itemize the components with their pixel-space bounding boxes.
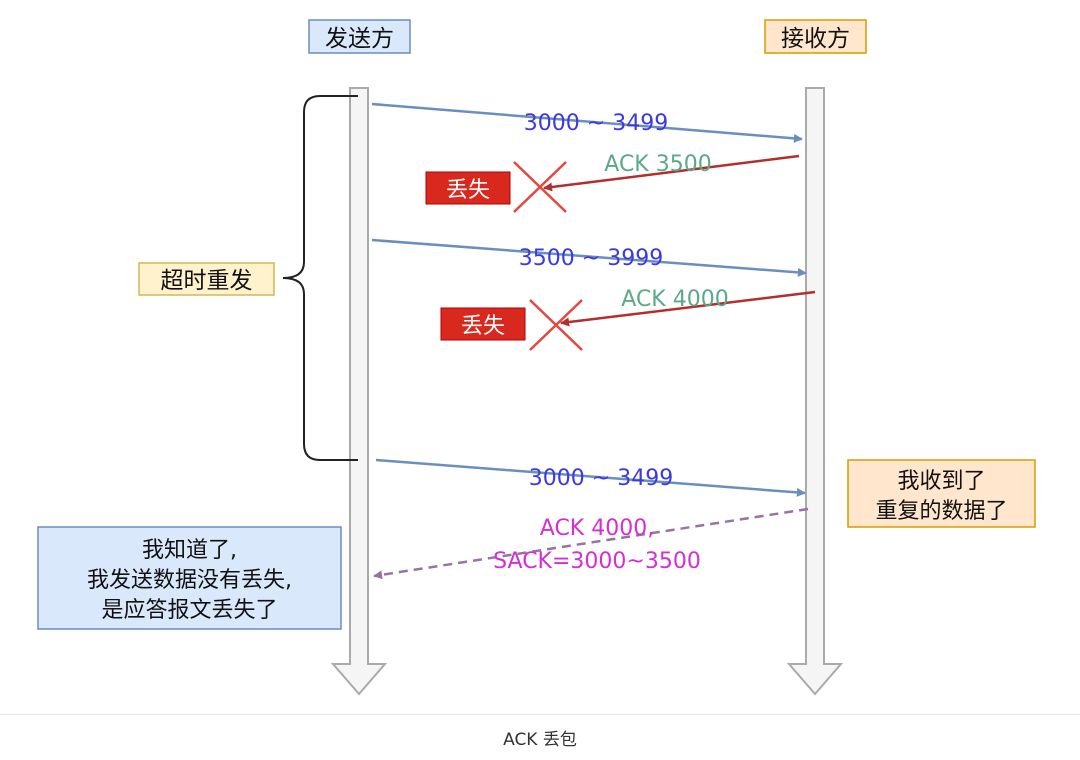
lost-badge: 丢失 (440, 307, 526, 341)
ack-label-1: ACK 3500 (604, 152, 711, 177)
caption-bar: ACK 丢包 (0, 714, 1080, 760)
lost-badge: 丢失 (425, 171, 511, 205)
receiver-lifeline (786, 87, 844, 696)
sender-header-label: 发送方 (325, 26, 394, 52)
receiver-note: 我收到了 重复的数据了 (847, 459, 1036, 528)
ack-label-2: ACK 4000 (621, 287, 728, 312)
sender-note-line2: 我发送数据没有丢失, (87, 568, 292, 593)
ack-arrow-1 (543, 154, 800, 192)
data-arrow-3 (375, 458, 806, 497)
receiver-header: 接收方 (764, 19, 867, 54)
lost-badge-label: 丢失 (446, 178, 490, 203)
lost-cross-icon (529, 299, 583, 351)
lost-badge-label: 丢失 (461, 314, 505, 339)
receiver-note-line1: 我收到了 (897, 469, 985, 494)
ack-arrow-2 (560, 290, 816, 327)
data-label-1: 3000 ~ 3499 (524, 111, 668, 136)
timeout-label: 超时重发 (161, 268, 253, 294)
sender-header: 发送方 (308, 19, 411, 54)
receiver-header-label: 接收方 (781, 26, 850, 52)
figure-caption: ACK 丢包 (503, 730, 577, 750)
lost-cross-icon (513, 161, 567, 213)
data-label-3: 3000 ~ 3499 (529, 466, 673, 491)
timeout-label-box: 超时重发 (138, 262, 275, 296)
timeout-brace (282, 95, 358, 461)
receiver-note-line2: 重复的数据了 (875, 499, 1007, 524)
data-arrow-1 (371, 102, 803, 143)
data-label-2: 3500 ~ 3999 (519, 246, 663, 271)
sender-note: 我知道了, 我发送数据没有丢失, 是应答报文丢失了 (37, 526, 342, 630)
sack-arrow (373, 507, 809, 580)
sender-lifeline (330, 87, 388, 696)
sender-note-line3: 是应答报文丢失了 (101, 598, 277, 623)
sender-note-line1: 我知道了, (142, 538, 237, 563)
data-arrow-2 (371, 238, 807, 277)
sack-label-line2: SACK=3000~3500 (493, 549, 701, 574)
sack-label-line1: ACK 4000, (540, 516, 654, 541)
sequence-diagram: 发送方 接收方 超时重发 3000 ~ 3499 ACK 3500 丢失 350… (37, 19, 1036, 696)
